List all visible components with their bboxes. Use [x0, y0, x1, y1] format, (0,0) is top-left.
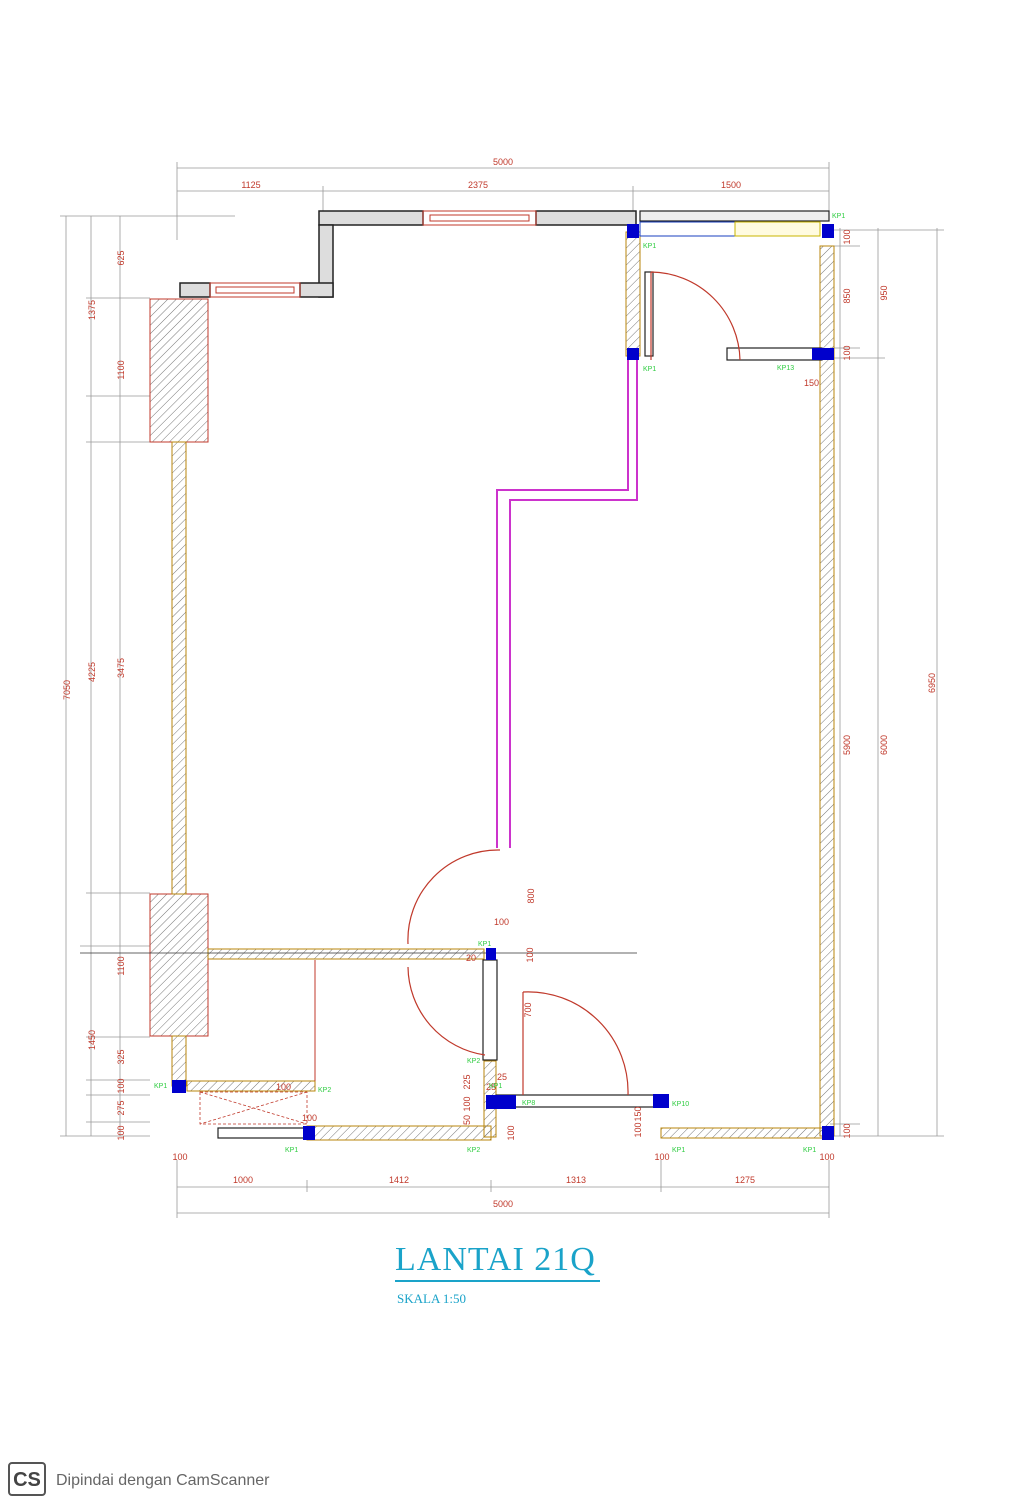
hatched-walls — [171, 231, 835, 1141]
marker-kp: KP1 — [803, 1147, 816, 1154]
dim-right-mid-1: 950 — [879, 285, 889, 300]
marker-kp: KP8 — [522, 1100, 535, 1107]
marker-kp: KP13 — [777, 365, 794, 372]
dim-interior-6: 25 — [497, 1072, 507, 1082]
dim-top-seg-3: 1500 — [721, 180, 741, 190]
marker-kp: KP1 — [643, 366, 656, 373]
marker-kp: KP1 — [478, 941, 491, 948]
left-dimensions — [60, 215, 235, 1137]
dim-right-outer: 6950 — [927, 673, 937, 693]
dim-top-total: 5000 — [493, 157, 513, 167]
partition-wall — [496, 358, 638, 848]
marker-kp: KP1 — [643, 243, 656, 250]
dim-right-inner-3: 100 — [842, 345, 852, 360]
dim-interior-16: 20 — [466, 953, 476, 963]
dim-left-inner-1: 625 — [116, 250, 126, 265]
dim-interior-3: 100 — [494, 917, 509, 927]
dim-interior-15: 100 — [276, 1082, 291, 1092]
stove-counter — [734, 221, 821, 237]
camscanner-logo-icon: CS — [8, 1462, 46, 1496]
dim-interior-5: 700 — [523, 1002, 533, 1017]
top-dimensions — [176, 162, 830, 240]
dim-top-seg-2: 2375 — [468, 180, 488, 190]
kitchen-counter — [639, 221, 736, 237]
top-walls — [179, 210, 830, 298]
dim-bottom-seg-2: 1412 — [389, 1175, 409, 1185]
dim-bottom-seg-3: 1313 — [566, 1175, 586, 1185]
right-dimensions — [830, 228, 944, 1137]
dim-left-inner-3: 3475 — [116, 658, 126, 678]
marker-kp: KP2 — [467, 1058, 480, 1065]
dim-left-inner-6: 100 — [116, 1078, 126, 1093]
marker-kp: KP2 — [467, 1147, 480, 1154]
dim-interior-8: 100 — [462, 1096, 472, 1111]
dim-left-outer: 7050 — [62, 680, 72, 700]
marker-kp: KP10 — [672, 1101, 689, 1108]
drawing-title: LANTAI 21Q — [395, 1240, 600, 1282]
dim-left-inner-2: 1100 — [116, 360, 126, 379]
top-windows — [209, 210, 537, 298]
dim-interior-11: 100 — [633, 1122, 643, 1137]
dim-interior-12: 150 — [633, 1106, 643, 1121]
shower-area — [199, 1091, 308, 1125]
dim-bottom-total: 5000 — [493, 1199, 513, 1209]
dim-left-mid-1: 1375 — [87, 300, 97, 320]
dim-left-inner-7: 275 — [116, 1100, 126, 1115]
dim-bottom-small-2: 100 — [654, 1152, 669, 1162]
dim-bottom-seg-4: 1275 — [735, 1175, 755, 1185]
marker-kp: KP2 — [318, 1087, 331, 1094]
dim-interior-1: 150 — [804, 378, 819, 388]
bottom-dimensions — [176, 1160, 830, 1218]
marker-kp: KP1 — [489, 1083, 502, 1090]
dim-interior-14: 25 — [486, 1082, 496, 1092]
marker-kp: KP1 — [285, 1147, 298, 1154]
drawing-scale: SKALA 1:50 — [397, 1291, 466, 1306]
marker-kp: KP1 — [832, 213, 845, 220]
dim-right-mid-2: 6000 — [879, 735, 889, 755]
facade-block-upper — [149, 298, 209, 443]
marker-kp: KP1 — [672, 1147, 685, 1154]
dim-left-mid-2: 4225 — [87, 662, 97, 682]
dim-left-inner-4: 1100 — [116, 956, 126, 975]
camscanner-watermark: Dipindai dengan CamScanner — [56, 1472, 270, 1489]
columns — [172, 224, 834, 1140]
dim-interior-13: 100 — [302, 1113, 317, 1123]
dim-bottom-seg-1: 1000 — [233, 1175, 253, 1185]
plain-walls — [217, 271, 823, 1139]
dim-bottom-small-1: 100 — [172, 1152, 187, 1162]
dim-right-inner-4: 5900 — [842, 735, 852, 755]
dim-interior-2: 800 — [526, 888, 536, 903]
dim-interior-7: 225 — [462, 1074, 472, 1089]
dim-right-inner-1: 100 — [842, 229, 852, 244]
dim-top-seg-1: 1125 — [241, 180, 260, 190]
dim-left-inner-5: 325 — [116, 1049, 126, 1064]
dim-interior-9: 50 — [462, 1115, 472, 1125]
dim-left-inner-8: 100 — [116, 1125, 126, 1140]
dim-interior-10: 100 — [506, 1125, 516, 1140]
dim-interior-4: 100 — [525, 947, 535, 962]
doors — [407, 271, 741, 1096]
dim-bottom-small-3: 100 — [819, 1152, 834, 1162]
dim-right-inner-2: 850 — [842, 288, 852, 303]
facade-block-lower — [149, 893, 209, 1037]
dim-right-inner-5: 100 — [842, 1123, 852, 1138]
marker-kp: KP1 — [154, 1083, 167, 1090]
dim-left-mid-3: 1450 — [87, 1030, 97, 1050]
